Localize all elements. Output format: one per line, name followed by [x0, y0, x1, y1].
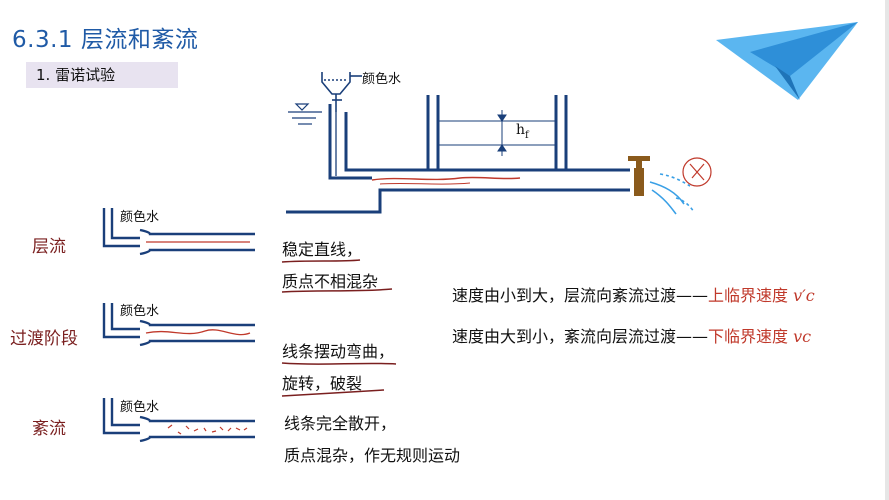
head-loss-dimension	[438, 110, 556, 156]
dye-label-laminar: 颜色水	[120, 210, 160, 225]
transition-streak	[145, 329, 251, 336]
transition-desc-1: 线条摆动弯曲，	[282, 342, 395, 361]
row-label-turbulent: 紊流	[32, 419, 66, 439]
upper-critical-statement: 速度由小到大，层流向紊流过渡——上临界速度 v′c	[452, 286, 815, 305]
dye-label-turbulent: 颜色水	[120, 400, 160, 415]
transition-pipe	[102, 303, 255, 347]
upper-critical-symbol: v′c	[793, 286, 815, 305]
dye-streak	[371, 176, 521, 181]
valve-icon	[628, 156, 650, 196]
turbulent-desc-2: 质点混杂，作无规则运动	[284, 446, 461, 465]
tank-and-pipe	[286, 95, 630, 214]
dye-label-apparatus: 颜色水	[362, 72, 402, 87]
laminar-desc-1: 稳定直线，	[282, 240, 363, 259]
lower-critical-symbol: vc	[793, 327, 812, 346]
water-jet-icon	[649, 157, 712, 215]
head-loss-label: hf	[516, 122, 529, 141]
laminar-pipe	[102, 208, 255, 256]
turbulent-desc-1: 线条完全散开，	[284, 414, 397, 433]
turbulent-pipe	[102, 398, 255, 443]
lower-critical-statement: 速度由大到小，紊流向层流过渡——下临界速度 vc	[452, 327, 812, 346]
turbulent-particles	[167, 424, 248, 435]
dye-reservoir	[321, 72, 362, 112]
section-subtitle: 1. 雷诺试验	[26, 62, 178, 88]
dye-label-transition: 颜色水	[120, 304, 160, 319]
page-title: 6.3.1 层流和紊流	[12, 27, 199, 53]
laminar-desc-2: 质点不相混杂	[282, 272, 379, 291]
row-label-laminar: 层流	[32, 237, 66, 257]
row-label-transition: 过渡阶段	[10, 329, 78, 349]
transition-desc-2: 旋转，破裂	[282, 374, 363, 393]
window-edge	[885, 0, 889, 500]
handwritten-underlines	[281, 259, 397, 397]
paper-plane-icon	[716, 22, 858, 100]
water-level-marker	[288, 103, 322, 125]
